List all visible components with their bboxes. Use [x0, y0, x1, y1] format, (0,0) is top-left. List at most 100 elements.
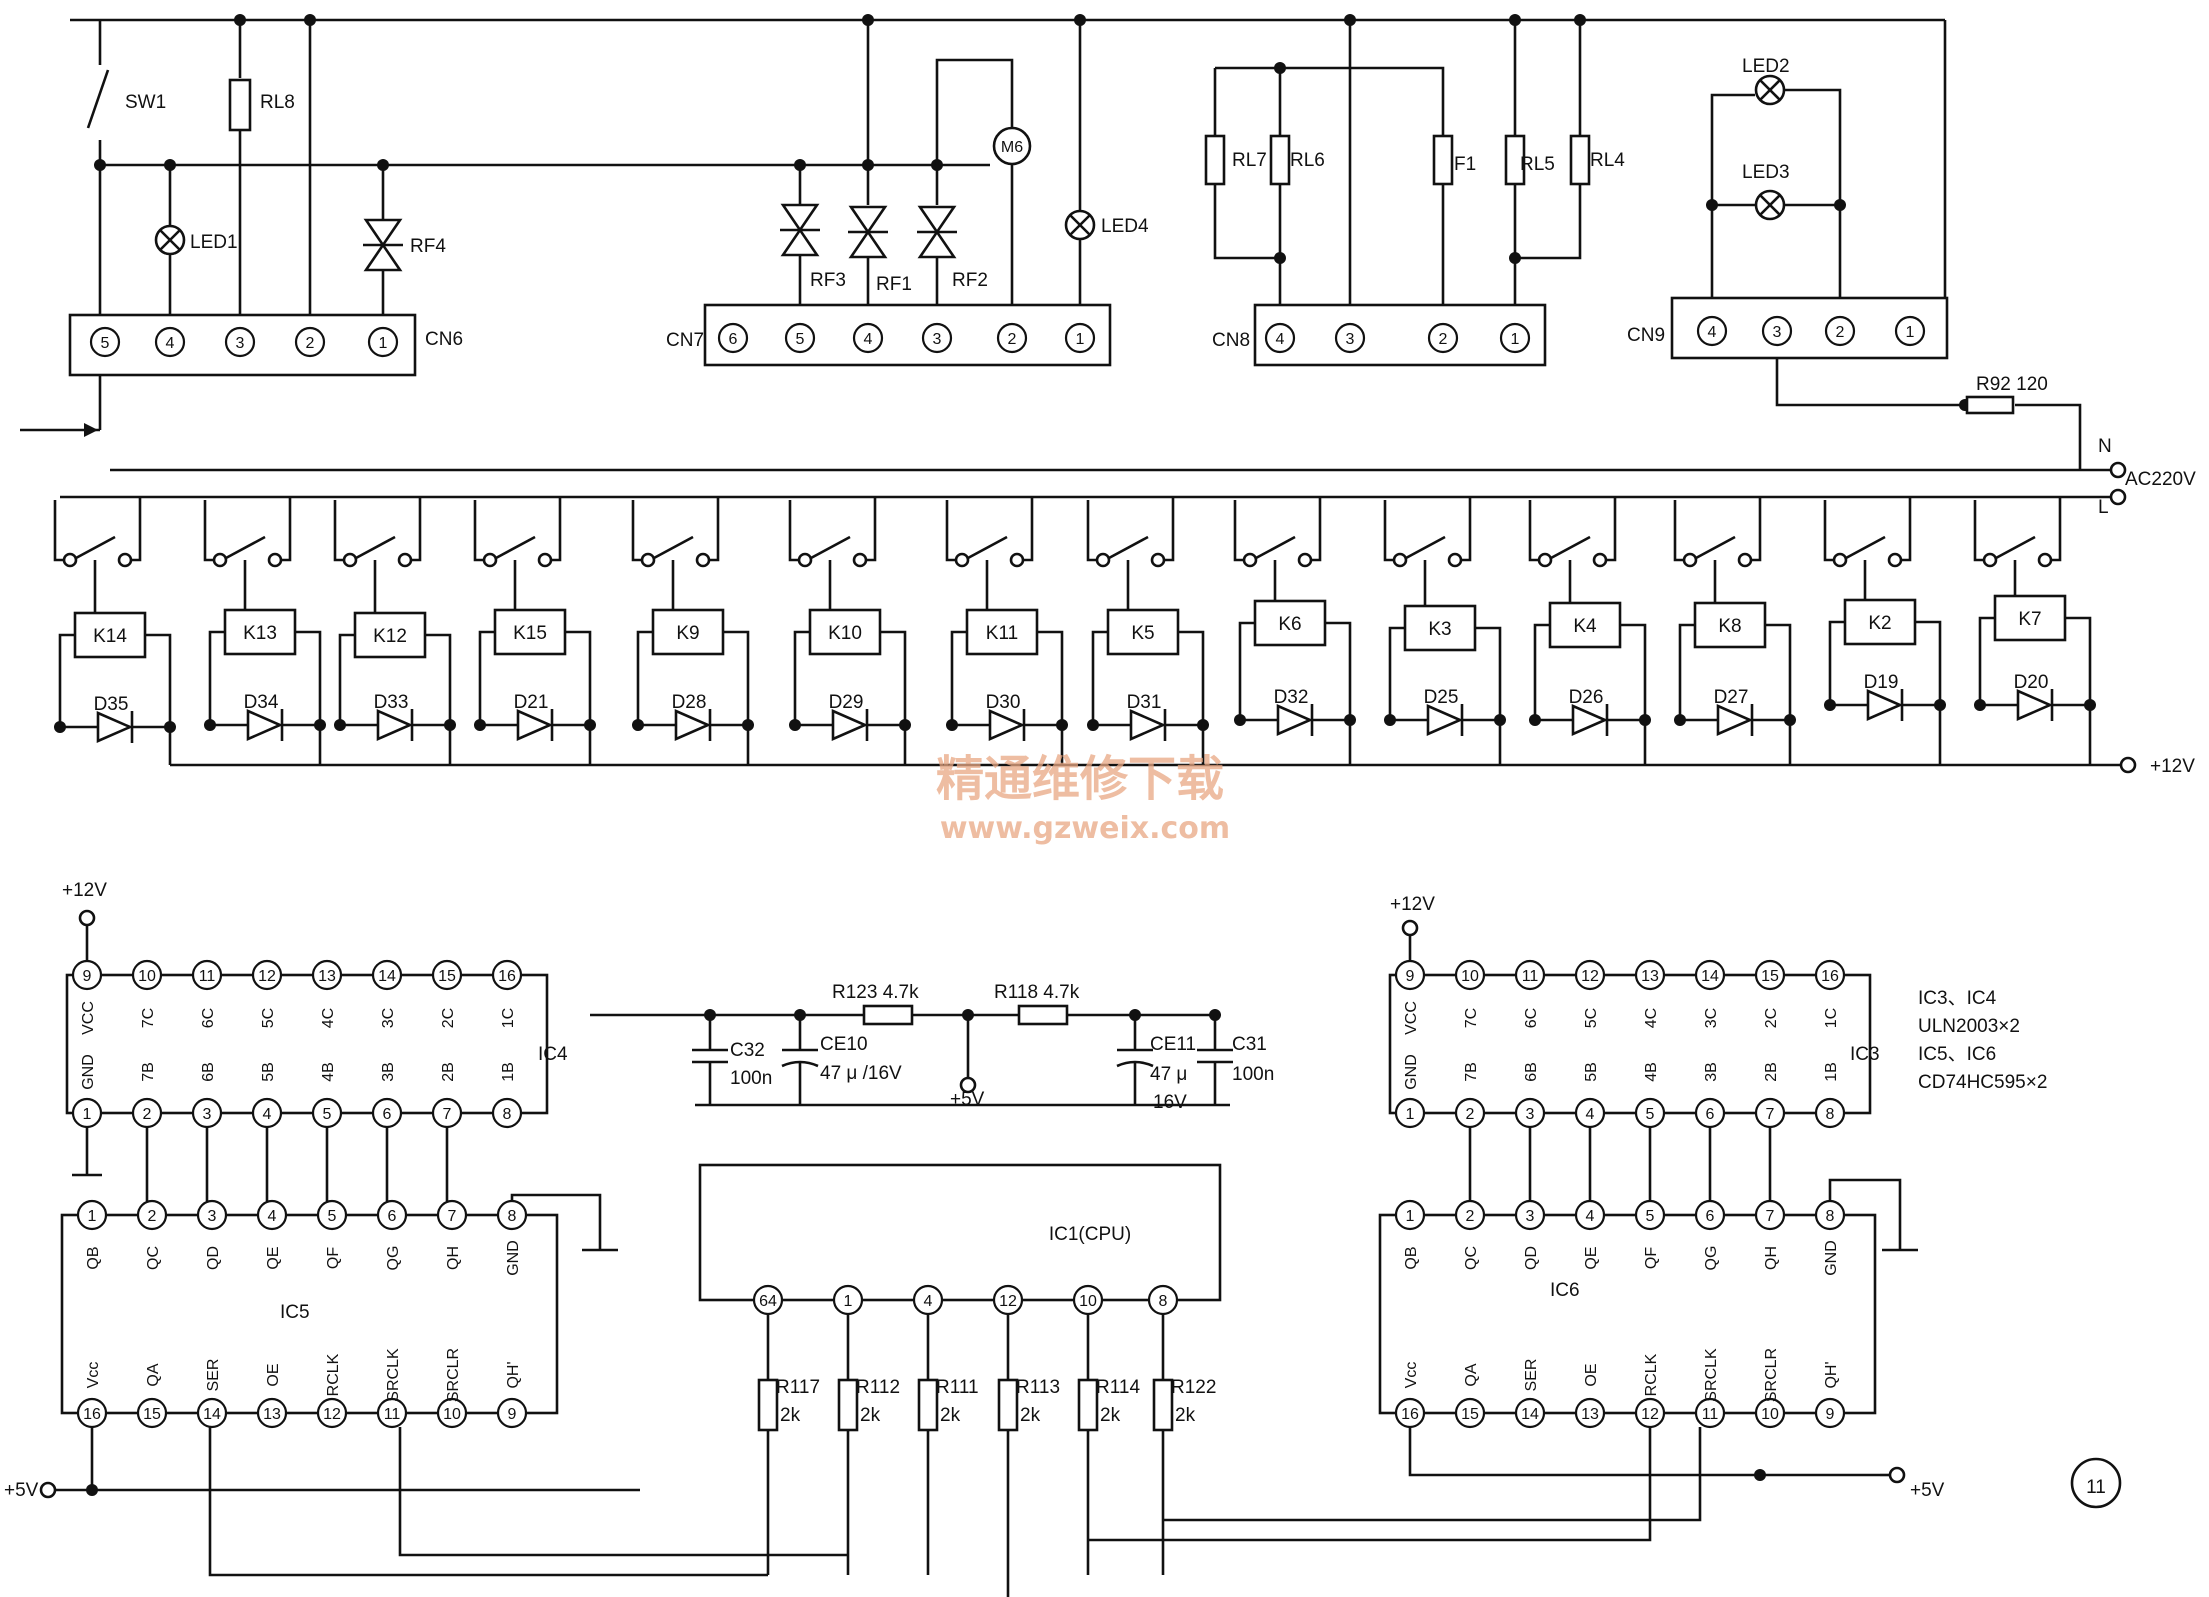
cn8-pin-3 — [1334, 322, 1366, 354]
ic5-chip-pin-13-number: 13 — [263, 1406, 281, 1423]
ic6-chip-pin-8-number: 8 — [1826, 1208, 1835, 1225]
relay-K6 — [1253, 599, 1327, 647]
ic4-chip-pin-5 — [311, 1097, 343, 1129]
ic4-chip-pin-15 — [431, 959, 463, 991]
relay-contact — [797, 552, 813, 568]
ic4-chip-pin-8 — [491, 1097, 523, 1129]
wire — [551, 497, 562, 562]
ic3-chip-pinname: 5C — [1583, 1008, 1600, 1028]
relay-contact — [1242, 552, 1258, 568]
junction-dot — [1384, 714, 1396, 726]
cn6-pin-5-number: 5 — [101, 335, 110, 352]
cn6-pin-1 — [367, 326, 399, 358]
relay-contact — [537, 552, 553, 568]
diode-D31 — [1129, 709, 1167, 741]
ic5-chip-pin-6-number: 6 — [388, 1208, 397, 1225]
wire — [1710, 93, 1755, 205]
relay-contact — [1887, 552, 1903, 568]
ic6-chip-pinname: QG — [1703, 1246, 1720, 1271]
diode-label-D29: D29 — [829, 692, 864, 713]
ic4-chip-pin-13-number: 13 — [318, 968, 336, 985]
junction-dot — [1074, 14, 1086, 26]
ic5-chip-pin-14-number: 14 — [203, 1406, 221, 1423]
ic3-chip-pin-4 — [1574, 1097, 1606, 1129]
vcc-terminal — [78, 909, 96, 927]
ic4-chip-pin-12-number: 12 — [258, 968, 276, 985]
junction-dot — [794, 159, 806, 171]
diode-label-D25: D25 — [1424, 687, 1459, 708]
rl7-resistor — [1204, 134, 1226, 186]
rf1-triac-lower — [848, 229, 888, 259]
ic5-chip-pin-8 — [496, 1199, 528, 1231]
ic3-chip-pin-1-number: 1 — [1406, 1106, 1415, 1123]
ic6-chip-pin-6 — [1694, 1199, 1726, 1231]
ic6-chip-pinname: QC — [1463, 1246, 1480, 1270]
ic6-chip-pin-15-number: 15 — [1461, 1406, 1479, 1423]
relay-contact — [695, 552, 711, 568]
cn7-connector — [703, 303, 1112, 367]
ic5-chip-pin-2-number: 2 — [148, 1208, 157, 1225]
junction-dot — [632, 719, 644, 731]
diode-label-D27: D27 — [1714, 687, 1749, 708]
wire — [295, 630, 322, 725]
cn7-pin-2 — [996, 322, 1028, 354]
ic5-chip-pinname: QA — [145, 1363, 162, 1386]
ic1-cpu — [698, 1163, 1222, 1302]
ic4-chip-pinname: 2B — [440, 1062, 457, 1082]
ic3-chip-pinname: 7B — [1463, 1062, 1480, 1082]
ic3-chip-pin-3 — [1514, 1097, 1546, 1129]
ic6-chip-pin-15 — [1454, 1397, 1486, 1429]
ic6-chip-pin-4-number: 4 — [1586, 1208, 1595, 1225]
wire — [145, 633, 172, 727]
cpu-res-label: R111 — [936, 1377, 979, 1398]
relay-K2 — [1843, 598, 1917, 646]
wire — [411, 497, 422, 562]
ic3-chip-pin-11-number: 11 — [1522, 968, 1539, 985]
diode-D27 — [1716, 704, 1754, 736]
diode-label-D28: D28 — [672, 692, 707, 713]
wire — [866, 497, 877, 562]
relay-K3 — [1403, 604, 1477, 652]
wire — [1973, 500, 1984, 562]
diode-label-D35: D35 — [94, 694, 129, 715]
cn6-pin-2 — [294, 326, 326, 358]
relay-label-K4: K4 — [1573, 616, 1597, 637]
ic4-chip-pin-6-number: 6 — [383, 1106, 392, 1123]
relay-K7 — [1993, 594, 2067, 642]
cn8-pin-3-number: 3 — [1346, 331, 1355, 348]
rf2-label: RF2 — [952, 270, 988, 291]
ic3-chip-pinname: 3C — [1703, 1008, 1720, 1028]
wire — [338, 633, 355, 725]
relay-contact — [1682, 552, 1698, 568]
vcc-terminal — [1401, 919, 1419, 937]
relay-switch-blade — [967, 535, 1008, 560]
relay-switch-blade — [1845, 535, 1886, 560]
wire — [473, 500, 484, 562]
junction-dot — [1754, 1469, 1766, 1481]
junction-dot — [304, 14, 316, 26]
ic3-chip-pin-2 — [1454, 1097, 1486, 1129]
ic3-chip-pin-9-number: 9 — [1406, 968, 1415, 985]
ic3-chip-pin-4-number: 4 — [1586, 1106, 1595, 1123]
relay-contact — [1392, 552, 1408, 568]
cpu-pin-12-number: 12 — [999, 1293, 1017, 1310]
cpu-pin-1-number: 1 — [844, 1293, 853, 1310]
rf4-triac-lower — [363, 242, 403, 272]
ic4-chip-pin-1 — [71, 1097, 103, 1129]
relay-label-K6: K6 — [1278, 614, 1301, 635]
ce11-value2: 16V — [1153, 1092, 1187, 1113]
relay-contact — [117, 552, 133, 568]
ic5-chip-pin-16 — [76, 1397, 108, 1429]
wire — [1086, 500, 1097, 562]
wire — [1673, 500, 1684, 562]
ic6-chip-pinname: QH — [1763, 1246, 1780, 1270]
cpu-R114 — [1077, 1378, 1099, 1432]
cpu-pin-8-number: 8 — [1159, 1293, 1168, 1310]
wire — [1037, 630, 1064, 725]
ic3-chip-pin-1 — [1394, 1097, 1426, 1129]
junction-dot — [94, 159, 106, 171]
ic3-chip — [1388, 973, 1872, 1115]
wire — [1388, 626, 1405, 720]
ic6-chip-pin-12-number: 12 — [1641, 1406, 1659, 1423]
